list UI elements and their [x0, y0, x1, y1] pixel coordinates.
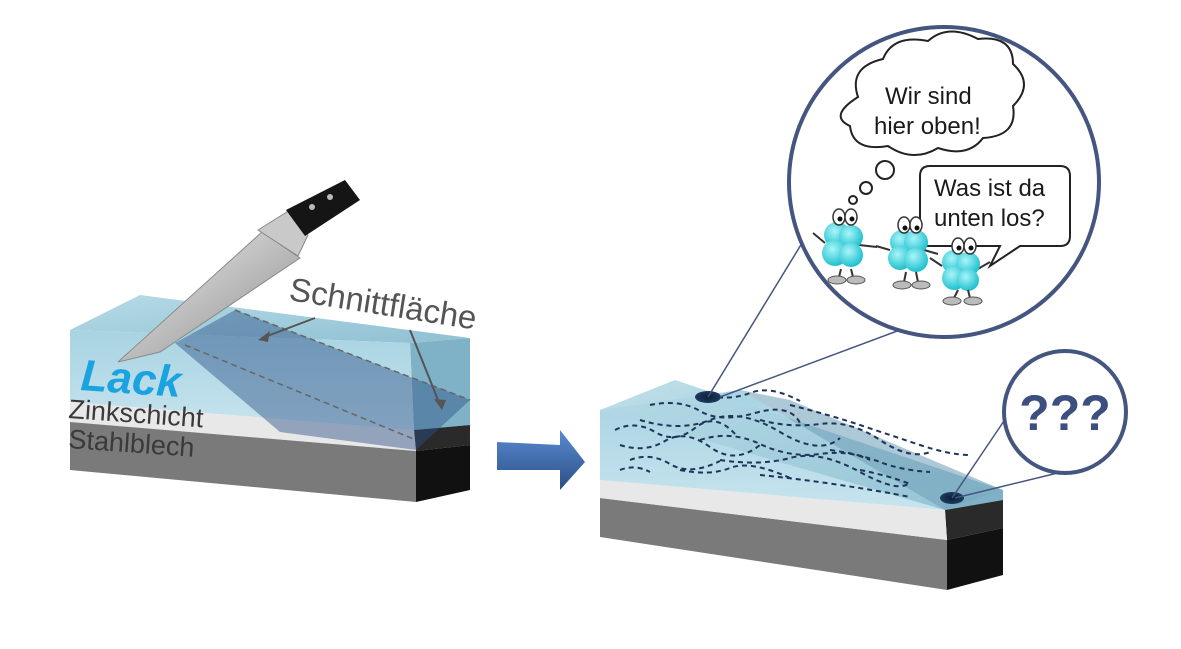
left-block-front-steel: [70, 422, 416, 502]
thought-text-line2: hier oben!: [874, 113, 981, 140]
arrow-right-icon: [497, 430, 585, 490]
magnifier-top: Wir sind hier oben! Was ist da unten los…: [787, 25, 1101, 339]
speech-text-line2: unten los?: [934, 205, 1045, 232]
thought-text-line1: Wir sind: [885, 83, 972, 110]
right-block-front-steel: [600, 498, 947, 590]
schnittflaeche-pointer: [409, 329, 441, 406]
left-block-front-coating: [70, 330, 414, 430]
left-block-front-zinc: [70, 402, 416, 451]
knife-blade: [117, 231, 301, 363]
molecule-character-icon: [875, 216, 939, 290]
thought-dot: [859, 181, 873, 195]
right-block-side-zinc: [945, 500, 1003, 540]
left-block-side-steel: [416, 445, 470, 502]
knife-icon: [117, 180, 360, 363]
cut-plane: [175, 310, 470, 450]
thought-bubble: Wir sind hier oben!: [839, 30, 1025, 205]
knife-handle: [286, 180, 360, 236]
right-block-side-steel: [947, 528, 1003, 590]
left-block: [70, 295, 471, 502]
pointer-arrowhead: [434, 399, 446, 410]
question-marks: ???: [1019, 385, 1111, 441]
left-block-side-zinc: [414, 425, 470, 451]
schnittflaeche-pointer: [261, 317, 316, 339]
magnifier-line: [954, 469, 1071, 499]
left-block-side-coating: [410, 338, 470, 430]
right-block-front-zinc: [600, 480, 947, 540]
thought-dot: [875, 160, 895, 180]
magnifier-line: [707, 229, 811, 398]
coating-molecules-pattern: [614, 389, 971, 498]
molecule-character-icon: [812, 208, 878, 285]
knife-rivet: [327, 194, 333, 200]
magnifier-line: [719, 329, 901, 398]
magnifier-bottom-ring: [1002, 349, 1128, 475]
magnifier-bottom: ???: [1002, 349, 1128, 475]
speech-text-line1: Was ist da: [934, 175, 1046, 202]
molecule-character-icon: [929, 237, 991, 306]
cut-plane-edge-top: [234, 309, 471, 401]
right-block-cut-surface: [740, 390, 1003, 510]
pointer-arrowhead: [258, 331, 270, 342]
lack-label: Lack: [79, 351, 185, 407]
knife-rivet: [309, 204, 315, 210]
magnifier-line: [951, 414, 1009, 499]
right-block: [600, 380, 1003, 590]
thought-dot: [848, 195, 858, 205]
cut-plane-edge: [184, 344, 417, 441]
